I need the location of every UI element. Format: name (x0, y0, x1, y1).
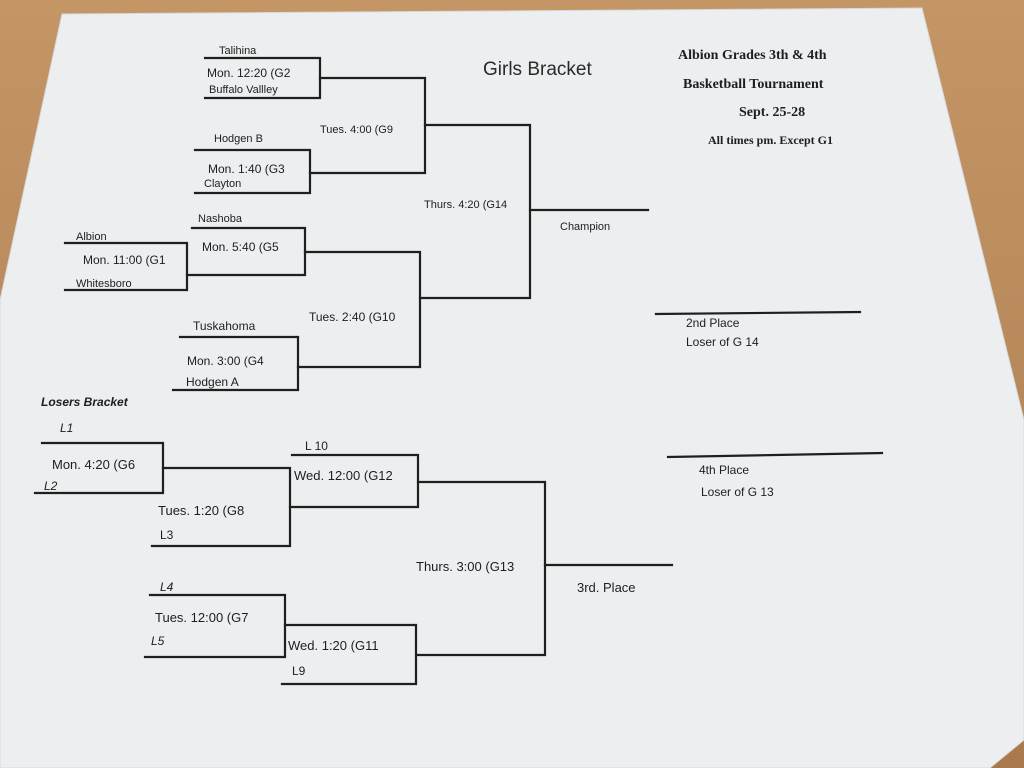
game-g11: Wed. 1:20 (G11 (288, 638, 379, 653)
losers-bracket-title: Losers Bracket (41, 395, 128, 409)
second-place-note: Loser of G 14 (686, 335, 759, 349)
time-note: All times pm. Except G1 (708, 133, 833, 147)
third-place-label: 3rd. Place (577, 580, 636, 595)
second-place-label: 2nd Place (686, 316, 740, 330)
team-talihina: Talihina (219, 45, 257, 57)
team-buffalo-valley: Buffalo Vallley (209, 84, 278, 96)
team-hodgen-b: Hodgen B (214, 133, 263, 145)
game-g6: Mon. 4:20 (G6 (52, 457, 136, 472)
team-nashoba: Nashoba (198, 213, 243, 225)
bracket-title: Girls Bracket (483, 59, 592, 80)
game-g5: Mon. 5:40 (G5 (202, 240, 279, 254)
game-g4: Mon. 3:00 (G4 (187, 354, 264, 368)
game-g2: Mon. 12:20 (G2 (207, 66, 291, 80)
team-hodgen-a: Hodgen A (186, 375, 239, 389)
game-g9: Tues. 4:00 (G9 (320, 124, 393, 136)
tournament-title-line2: Basketball Tournament (683, 77, 824, 92)
team-albion: Albion (76, 231, 107, 243)
team-whitesboro: Whitesboro (76, 278, 132, 290)
game-g3: Mon. 1:40 (G3 (208, 162, 285, 176)
team-clayton: Clayton (204, 178, 242, 190)
tournament-title-line1: Albion Grades 3th & 4th (678, 48, 827, 63)
champion-label: Champion (560, 221, 611, 233)
game-g12: Wed. 12:00 (G12 (294, 468, 393, 483)
loser-l1: L1 (60, 421, 74, 435)
loser-l9: L9 (292, 664, 306, 678)
fourth-place-label: 4th Place (699, 463, 750, 477)
game-g7: Tues. 12:00 (G7 (155, 610, 249, 625)
team-tuskahoma: Tuskahoma (193, 319, 256, 333)
loser-l2: L2 (44, 479, 58, 493)
fourth-place-note: Loser of G 13 (701, 485, 774, 499)
game-g14: Thurs. 4:20 (G14 (424, 199, 508, 211)
game-g1: Mon. 11:00 (G1 (83, 253, 166, 267)
game-g8: Tues. 1:20 (G8 (158, 503, 245, 518)
game-g10: Tues. 2:40 (G10 (309, 310, 396, 324)
loser-l3: L3 (160, 528, 174, 542)
loser-l4: L4 (160, 580, 174, 594)
game-g13: Thurs. 3:00 (G13 (416, 559, 515, 574)
loser-l10: L 10 (305, 439, 328, 453)
loser-l5: L5 (151, 634, 165, 648)
tournament-dates: Sept. 25-28 (739, 105, 806, 120)
